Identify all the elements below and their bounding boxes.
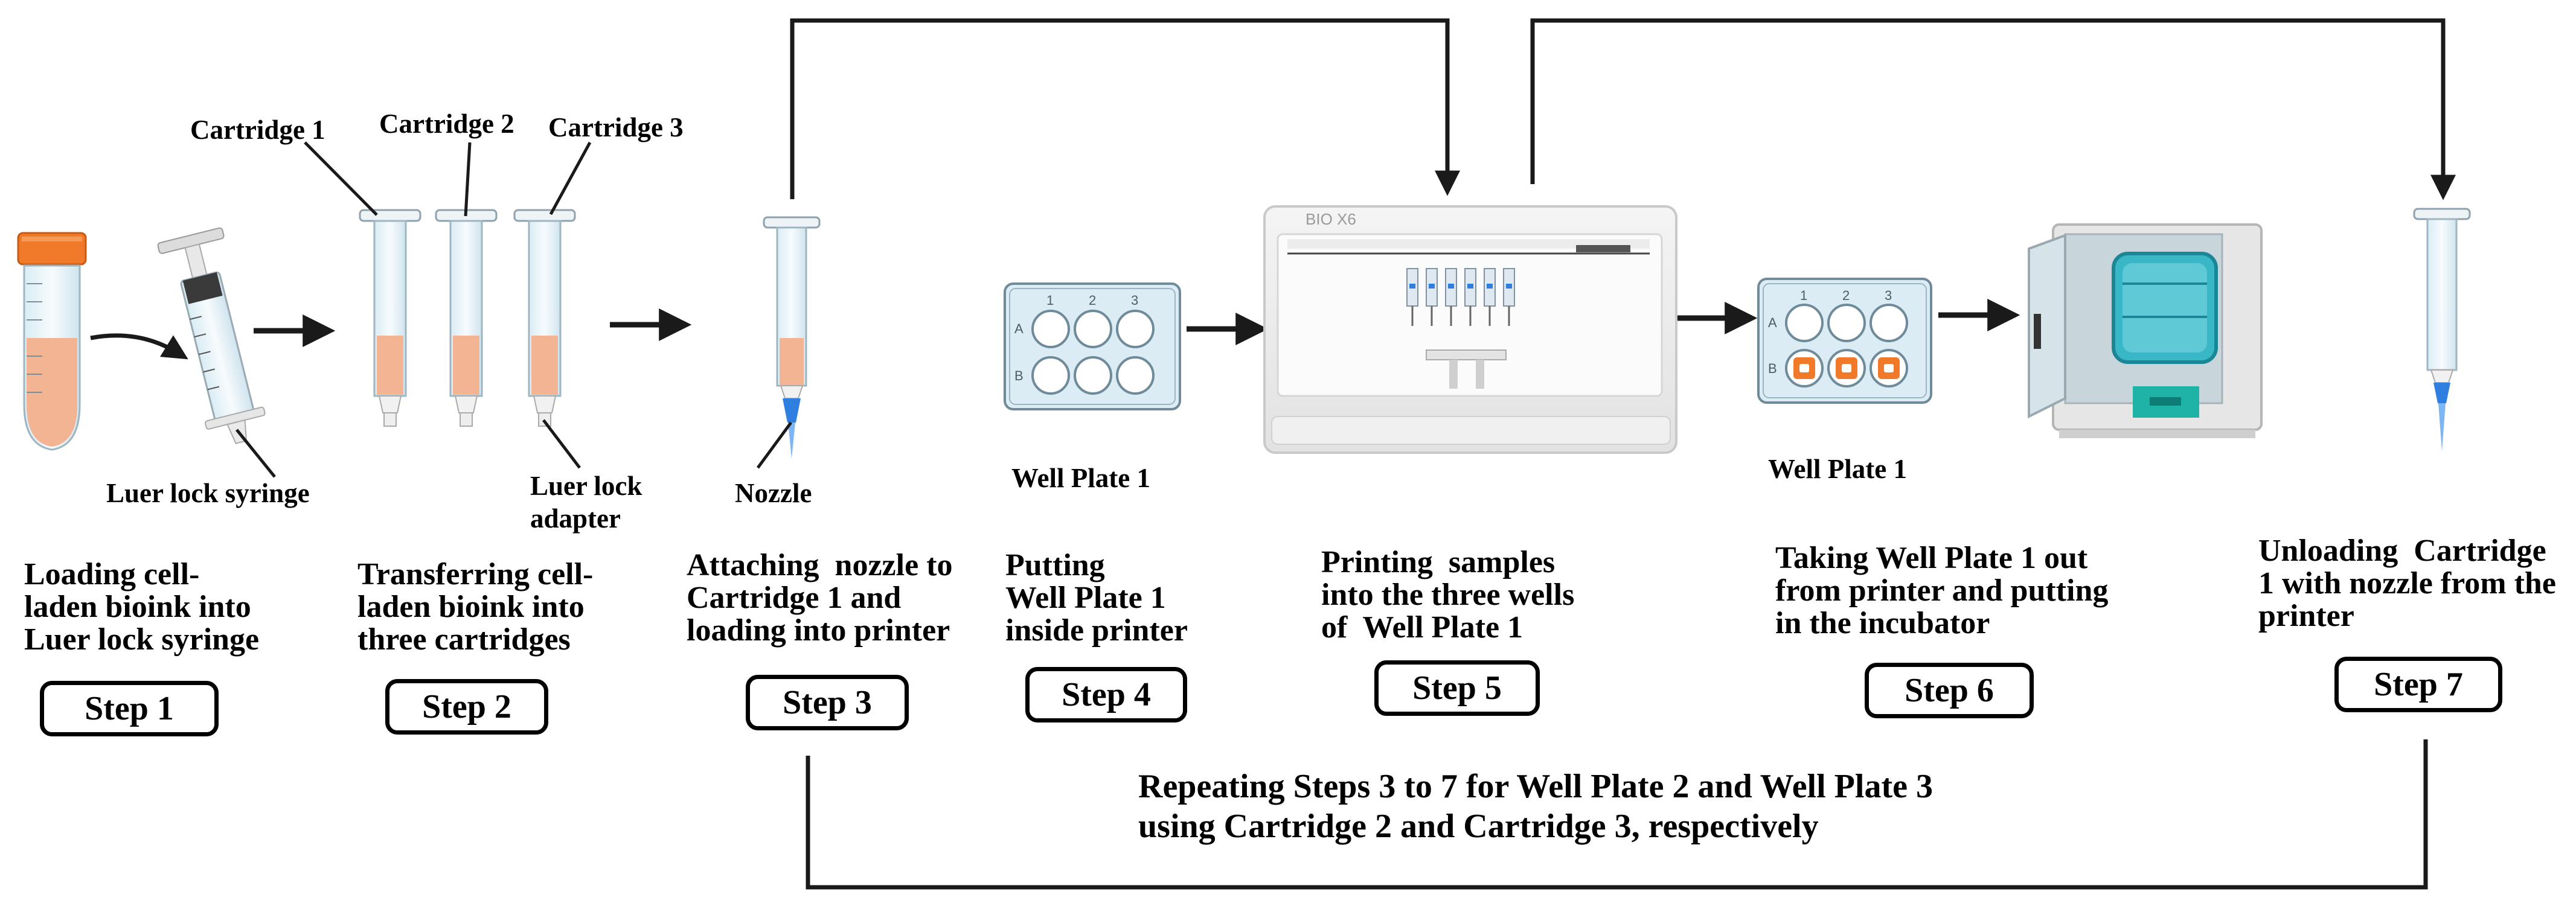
svg-text:1: 1 [1046, 293, 1054, 308]
step-6-badge: Step 6 [1865, 663, 2034, 718]
step-1-description: Loading cell- laden bioink into Luer loc… [24, 557, 260, 657]
routing-lines [790, 18, 2456, 890]
cartridge-icon-3 [513, 209, 576, 427]
leader-luer-syringe [235, 429, 276, 478]
repeat-loop-bottom [806, 739, 2428, 890]
cartridge-icon-2 [435, 209, 498, 427]
cartridge-with-nozzle-icon-step7 [2413, 208, 2471, 451]
svg-text:1: 1 [1800, 288, 1807, 303]
label-cartridge-1: Cartridge 1 [190, 115, 325, 145]
step-4-badge: Step 4 [1025, 667, 1187, 722]
svg-text:3: 3 [1885, 288, 1892, 303]
svg-text:B: B [1768, 361, 1777, 376]
loop-step3-to-printer [790, 18, 1460, 199]
luer-lock-syringe-icon [157, 227, 266, 444]
label-well-plate-step4: Well Plate 1 [1011, 463, 1150, 493]
cartridge-icon-1 [359, 209, 421, 427]
cartridge-with-nozzle-icon [763, 216, 821, 459]
step-3-badge: Step 3 [746, 675, 909, 730]
step-5-badge: Step 5 [1374, 660, 1540, 716]
step-7-description: Unloading Cartridge 1 with nozzle from t… [2258, 534, 2556, 633]
step-6-description: Taking Well Plate 1 out from printer and… [1775, 541, 2109, 640]
incubator-icon [2028, 223, 2263, 438]
step-1-badge: Step 1 [40, 681, 219, 736]
svg-text:B: B [1014, 368, 1024, 383]
label-cartridge-2: Cartridge 2 [379, 109, 514, 139]
step-2-badge: Step 2 [385, 679, 548, 735]
loop-printer-to-step7 [1530, 18, 2456, 200]
well-plate-icon-step4 [1004, 282, 1181, 410]
svg-text:A: A [1014, 321, 1024, 336]
repeat-note: Repeating Steps 3 to 7 for Well Plate 2 … [1138, 768, 1933, 845]
leader-nozzle [756, 421, 793, 469]
label-cartridge-3: Cartridge 3 [548, 112, 684, 142]
svg-text:3: 3 [1131, 293, 1138, 308]
step-4-description: Putting Well Plate 1 inside printer [1005, 548, 1188, 648]
falcon-tube-icon [17, 232, 87, 451]
svg-text:2: 2 [1842, 288, 1850, 303]
label-luer-lock-adapter: Luer lock adapter [530, 471, 642, 534]
label-well-plate-step6: Well Plate 1 [1768, 454, 1907, 484]
label-nozzle: Nozzle [735, 478, 812, 508]
nozzle-icon [783, 398, 801, 423]
step-7-badge: Step 7 [2334, 657, 2502, 712]
cartridge-leaders [304, 141, 592, 469]
bioprinter-icon: BIO X6 [1263, 205, 1677, 454]
svg-text:BIO X6: BIO X6 [1306, 210, 1356, 228]
arrow-tube-to-syringe [90, 333, 188, 360]
plate-grid-labels: 1 2 3 A B 1 2 3 A B [1014, 288, 1892, 383]
printed-samples [1793, 357, 1900, 379]
label-luer-lock-syringe: Luer lock syringe [106, 478, 310, 508]
step-2-description: Transferring cell- laden bioink into thr… [357, 557, 594, 657]
svg-text:2: 2 [1089, 293, 1096, 308]
step-3-description: Attaching nozzle to Cartridge 1 and load… [687, 548, 953, 648]
step-5-description: Printing samples into the three wells of… [1321, 545, 1575, 645]
well-plate-icon-step6 [1757, 278, 1932, 404]
svg-text:A: A [1768, 315, 1777, 330]
step-arrows [254, 299, 2020, 347]
